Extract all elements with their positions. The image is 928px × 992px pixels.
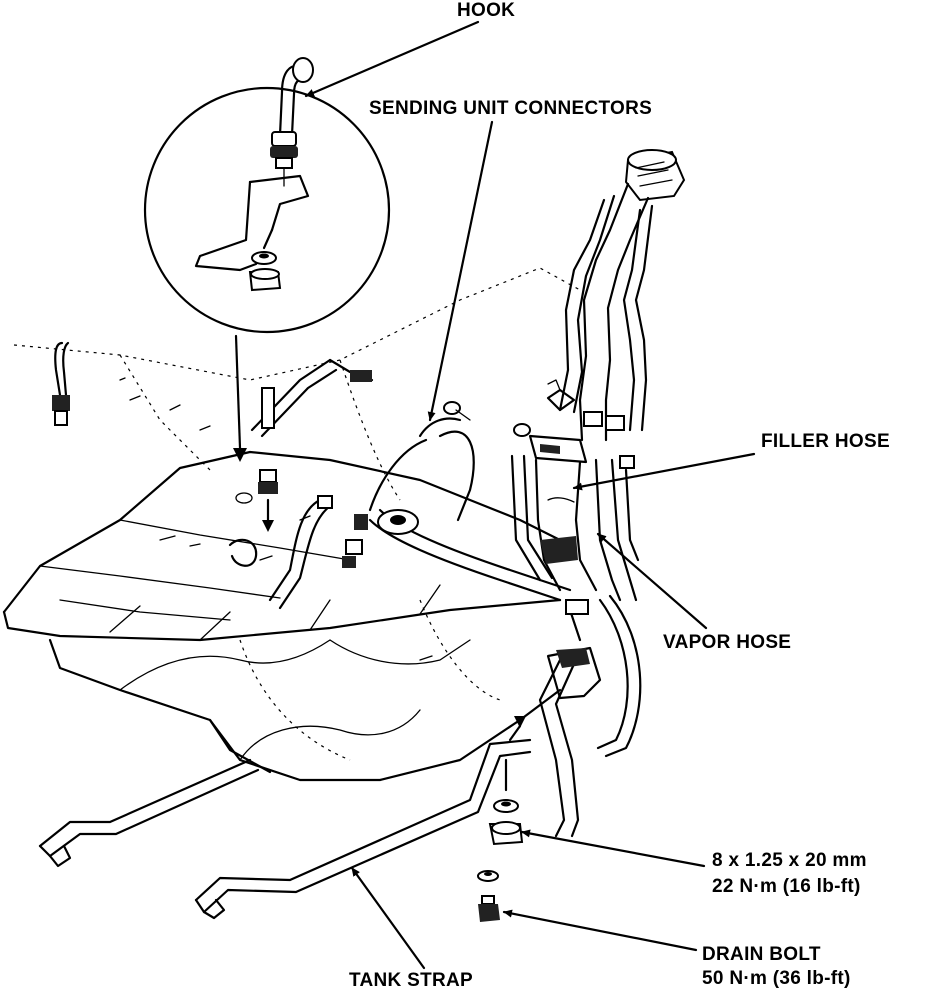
label-vapor-hose: VAPOR HOSE bbox=[663, 632, 792, 653]
detail-pointer-line bbox=[234, 334, 242, 450]
filler-neck-assembly bbox=[510, 149, 686, 602]
label-filler-hose: FILLER HOSE bbox=[761, 431, 890, 452]
sending-unit-harness bbox=[250, 358, 572, 610]
loose-hook bbox=[52, 341, 70, 426]
label-nut-torque: 22 N·m (16 lb-ft) bbox=[712, 876, 861, 897]
label-tank-strap: TANK STRAP bbox=[349, 970, 474, 991]
label-nut-size: 8 x 1.25 x 20 mm bbox=[712, 850, 867, 871]
label-drain-bolt: DRAIN BOLT bbox=[702, 944, 821, 965]
drain-hose bbox=[538, 594, 642, 838]
hook-fitting-on-tank bbox=[228, 469, 278, 567]
tank-straps bbox=[38, 716, 532, 922]
label-hook: HOOK bbox=[457, 0, 516, 21]
label-drain-bolt-torque: 50 N·m (36 lb-ft) bbox=[702, 968, 851, 989]
leader-lines bbox=[304, 20, 756, 970]
fuel-tank bbox=[2, 267, 581, 782]
hook-detail-circle bbox=[143, 57, 391, 334]
label-sending-unit-connectors: SENDING UNIT CONNECTORS bbox=[369, 98, 653, 119]
